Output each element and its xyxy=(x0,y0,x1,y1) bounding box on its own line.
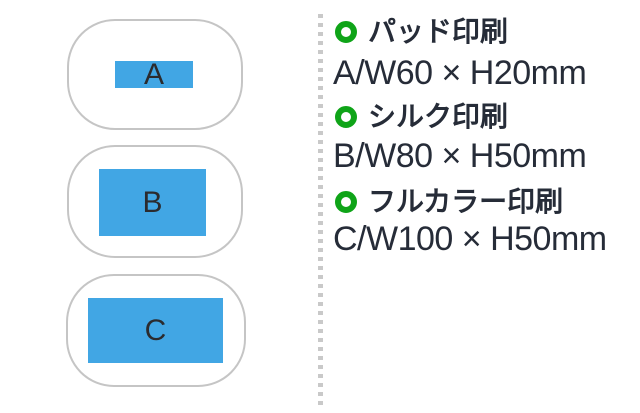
print-zone-c-label: C xyxy=(144,313,167,347)
list-item-silk-printing: シルク印刷 xyxy=(335,101,508,133)
print-zone-b: B xyxy=(99,169,206,236)
print-zone-a-label: A xyxy=(143,57,164,91)
method-label: シルク印刷 xyxy=(368,101,509,132)
circle-bullet-icon xyxy=(335,191,357,213)
list-item-pad-printing: パッド印刷 xyxy=(335,16,508,48)
circle-bullet-icon xyxy=(335,106,357,128)
list-item-fullcolor-printing: フルカラー印刷 xyxy=(335,186,563,218)
method-label: フルカラー印刷 xyxy=(368,186,564,217)
circle-bullet-icon xyxy=(335,21,357,43)
dimension-c: C/W100 × H50mm xyxy=(333,220,607,258)
print-zone-c: C xyxy=(88,298,223,363)
dimension-b: B/W80 × H50mm xyxy=(333,137,587,175)
method-label: パッド印刷 xyxy=(368,16,509,47)
dimension-a: A/W60 × H20mm xyxy=(333,54,587,92)
print-zone-a: A xyxy=(115,57,193,91)
dotted-divider xyxy=(318,14,323,406)
print-zone-b-label: B xyxy=(142,185,163,219)
